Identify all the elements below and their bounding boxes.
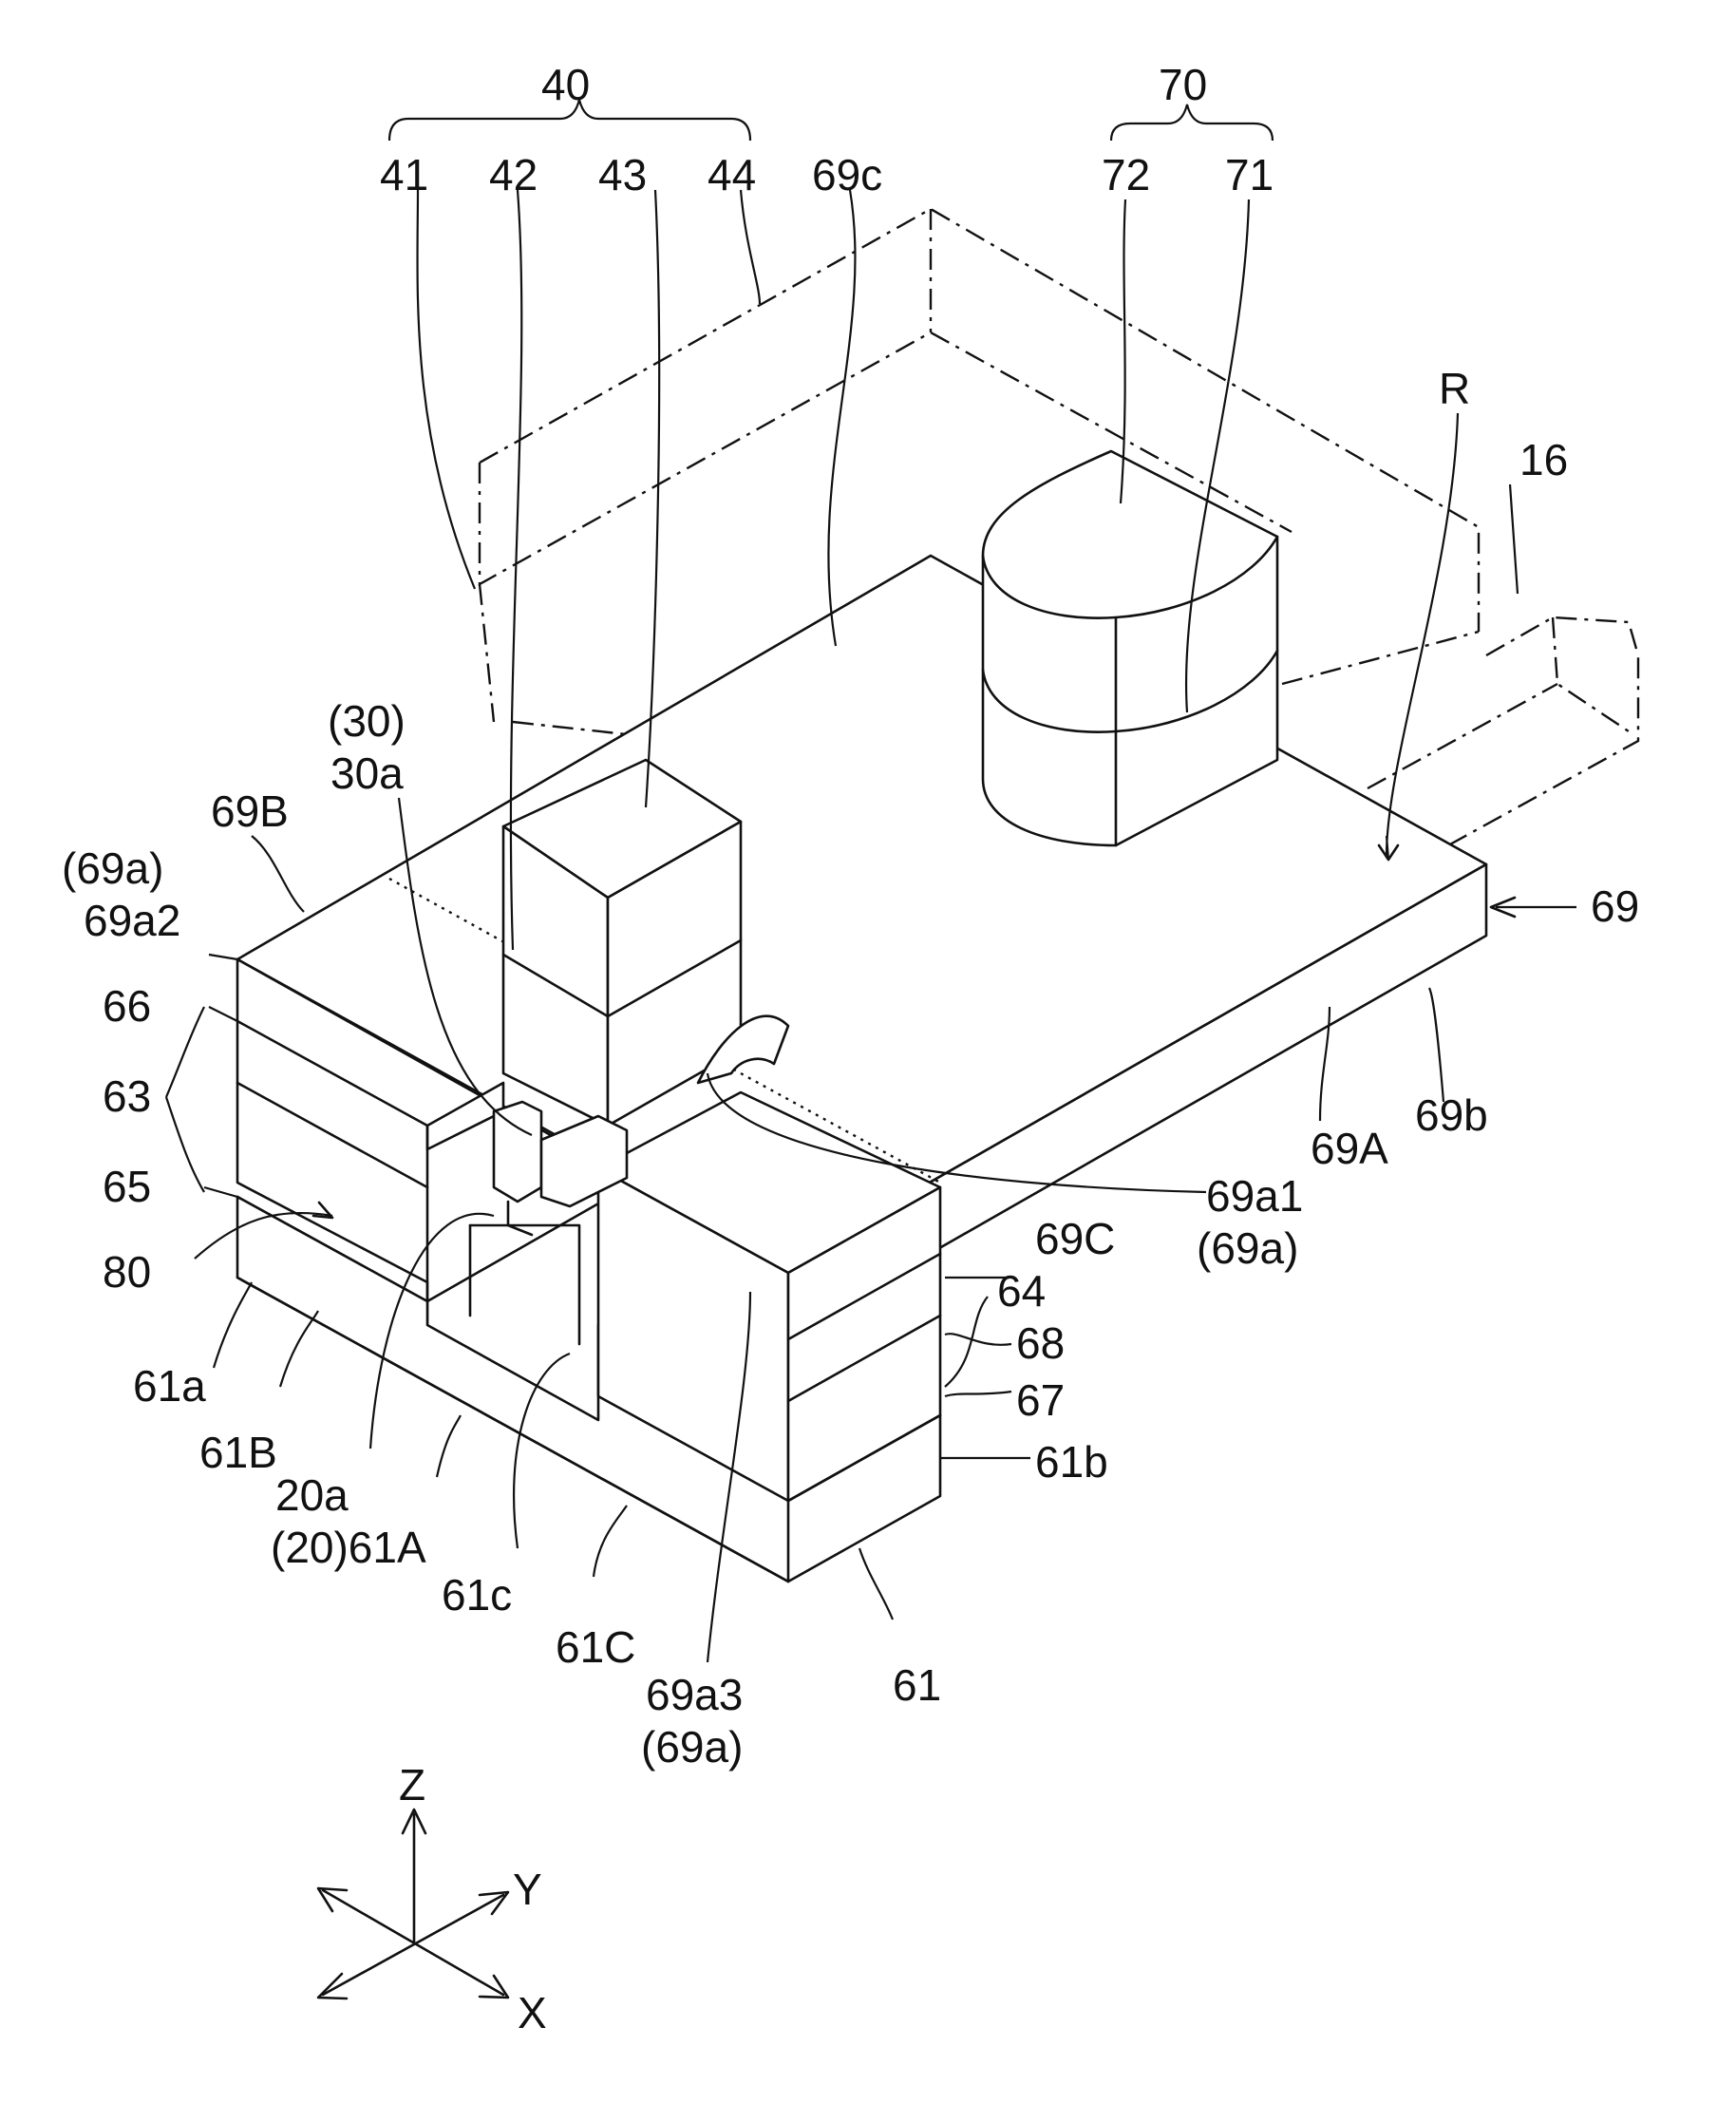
label-42: 42 (489, 150, 538, 199)
label-69c: 69c (812, 150, 882, 199)
label-72: 72 (1102, 150, 1150, 199)
axis-label-y: Y (513, 1865, 542, 1914)
label-R: R (1439, 364, 1470, 413)
label-63: 63 (103, 1071, 151, 1121)
label-69a3: 69a3 (646, 1670, 743, 1719)
label-61B: 61B (199, 1428, 277, 1477)
label-70: 70 (1159, 60, 1207, 109)
label-44: 44 (708, 150, 756, 199)
label-61C: 61C (556, 1622, 635, 1672)
label-69: 69 (1591, 881, 1639, 931)
label-61: 61 (893, 1660, 941, 1710)
label-61a: 61a (133, 1361, 206, 1411)
label-30-paren: (30) (328, 696, 406, 746)
label-20a: 20a (275, 1470, 349, 1520)
label-69a-paren-3: (69a) (641, 1722, 743, 1771)
label-69B: 69B (211, 786, 289, 836)
label-40: 40 (541, 60, 590, 109)
label-68: 68 (1016, 1318, 1065, 1368)
label-61c: 61c (442, 1570, 512, 1620)
label-64: 64 (997, 1266, 1046, 1316)
label-65: 65 (103, 1162, 151, 1211)
axis-triad (318, 1809, 508, 1999)
label-69a1: 69a1 (1206, 1171, 1303, 1221)
label-43: 43 (598, 150, 647, 199)
label-16: 16 (1519, 435, 1568, 484)
label-20-61A: (20)61A (271, 1523, 426, 1572)
label-69a-paren: (69a) (62, 843, 163, 893)
label-67: 67 (1016, 1375, 1065, 1425)
label-69a-paren-1: (69a) (1197, 1223, 1298, 1273)
label-66: 66 (103, 981, 151, 1031)
label-41: 41 (380, 150, 428, 199)
label-69C: 69C (1035, 1214, 1115, 1263)
label-71: 71 (1225, 150, 1274, 199)
label-30a: 30a (330, 748, 404, 798)
axis-label-z: Z (399, 1760, 425, 1809)
label-61b: 61b (1035, 1437, 1108, 1487)
waveguide-16 (1368, 617, 1638, 845)
label-69b: 69b (1415, 1090, 1488, 1140)
label-69A: 69A (1311, 1124, 1388, 1173)
axis-label-x: X (518, 1988, 547, 2037)
label-69a2: 69a2 (84, 896, 180, 945)
label-80: 80 (103, 1247, 151, 1297)
